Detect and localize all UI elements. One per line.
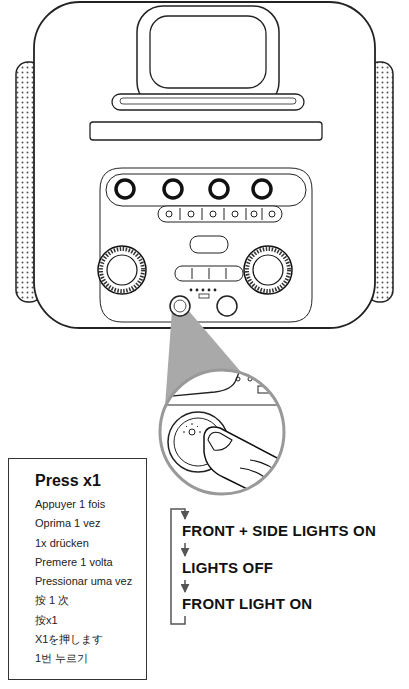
zoom-ring [160, 370, 284, 494]
battery-dots [190, 289, 217, 298]
state-label: FRONT LIGHT ON [180, 594, 314, 614]
power-button [217, 296, 237, 316]
light-bar [90, 122, 322, 140]
instruction-translation: Pressionar uma vez [35, 572, 136, 591]
knob-panel [106, 174, 306, 206]
button-strip [158, 206, 282, 222]
state-label: LIGHTS OFF [180, 558, 275, 578]
small-knobs [116, 180, 271, 198]
flow-arrow [184, 543, 186, 556]
flow-arrow [184, 580, 186, 592]
control-panel [100, 168, 312, 322]
instruction-translation: Oprima 1 vez [35, 514, 136, 533]
instruction-translation: 1x drücken [35, 534, 136, 553]
instruction-translation: 1번 누르기 [35, 649, 136, 668]
device-slot [120, 98, 296, 104]
big-knobs [98, 246, 292, 294]
light-button [174, 300, 186, 312]
state-text: FRONT + SIDE LIGHTS ON [182, 522, 376, 540]
mid-strip [175, 266, 243, 281]
speaker-body [34, 2, 375, 328]
instruction-translation: Premere 1 volta [35, 553, 136, 572]
instruction-translation: 按 1 次 [35, 591, 136, 610]
instruction-translation: 按x1 [35, 611, 136, 630]
bass-button [190, 236, 228, 253]
device-slot [112, 94, 304, 110]
instruction-heading: Press x1 [35, 469, 136, 493]
handle-recess [150, 16, 266, 88]
state-text: FRONT LIGHT ON [182, 595, 312, 613]
instruction-translation: Appuyer 1 fois [35, 495, 136, 514]
handle [137, 6, 279, 108]
light-button [170, 296, 190, 316]
state-text: LIGHTS OFF [182, 559, 273, 577]
instruction-box: Press x1 Appuyer 1 foisOprima 1 vez1x drü… [8, 458, 147, 680]
state-label: FRONT + SIDE LIGHTS ON [180, 521, 378, 541]
instruction-translation: X1を押します [35, 630, 136, 649]
zoom-detail [150, 370, 300, 510]
